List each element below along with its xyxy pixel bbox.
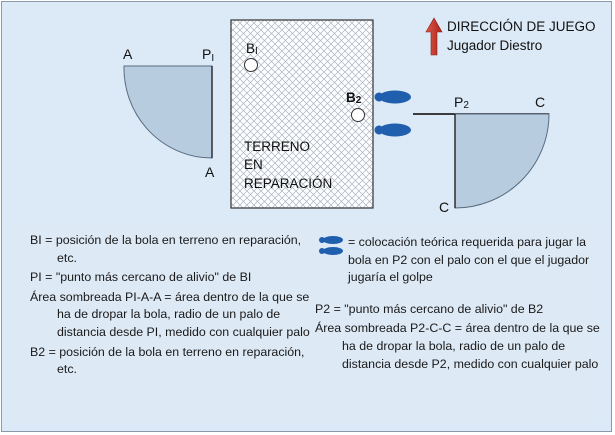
gur-label-line1: TERRENO xyxy=(244,139,310,154)
direction-label: DIRECCIÓN DE JUEGO xyxy=(447,19,596,34)
ball-b1 xyxy=(244,58,258,72)
legend-left-column: BI = posición de la bola en terreno en r… xyxy=(30,232,310,379)
label-b2: B2 xyxy=(346,90,362,106)
label-a-top: A xyxy=(123,46,133,62)
legend-b1: BI = posición de la bola en terreno en r… xyxy=(30,233,302,265)
ball-b2 xyxy=(351,108,365,122)
legend-p1: PI = "punto más cercano de alivio" de BI xyxy=(30,270,252,285)
gur-label-line2: EN xyxy=(244,157,263,172)
label-c-top: C xyxy=(535,94,545,110)
direction-arrow-icon xyxy=(425,17,443,56)
feet-stance-icon xyxy=(374,90,411,137)
label-c-bottom: C xyxy=(439,199,449,215)
feet-legend-icon xyxy=(319,236,343,255)
gur-label-line3: REPARACIÓN xyxy=(244,176,332,191)
label-b1: BI xyxy=(246,41,258,57)
relief-area-2 xyxy=(454,113,550,209)
legend-box: BI = posición de la bola en terreno en r… xyxy=(12,224,602,422)
relief-area-1 xyxy=(123,65,213,159)
player-label: Jugador Diestro xyxy=(447,38,542,53)
legend-area1: Área sombreada PI-A-A = área dentro de l… xyxy=(30,289,310,339)
relief-diagram: DIRECCIÓN DE JUEGO Jugador Diestro A PI … xyxy=(123,17,596,215)
ground-under-repair-area xyxy=(230,19,374,209)
legend-feet: = colocación teórica requerida para juga… xyxy=(348,235,590,285)
legend-right-column: = colocación teórica requerida para juga… xyxy=(315,234,605,373)
legend-p2: P2 = "punto más cercano de alivio" de B2 xyxy=(315,301,544,316)
label-p1: PI xyxy=(202,46,214,64)
label-a-bottom: A xyxy=(205,164,215,180)
label-p2: P2 xyxy=(454,94,469,111)
legend-feet-row: = colocación teórica requerida para juga… xyxy=(315,234,605,287)
legend-area2: Área sombreada P2-C-C = área dentro de l… xyxy=(315,321,600,371)
legend-b2: B2 = posición de la bola en terreno en r… xyxy=(30,344,305,377)
